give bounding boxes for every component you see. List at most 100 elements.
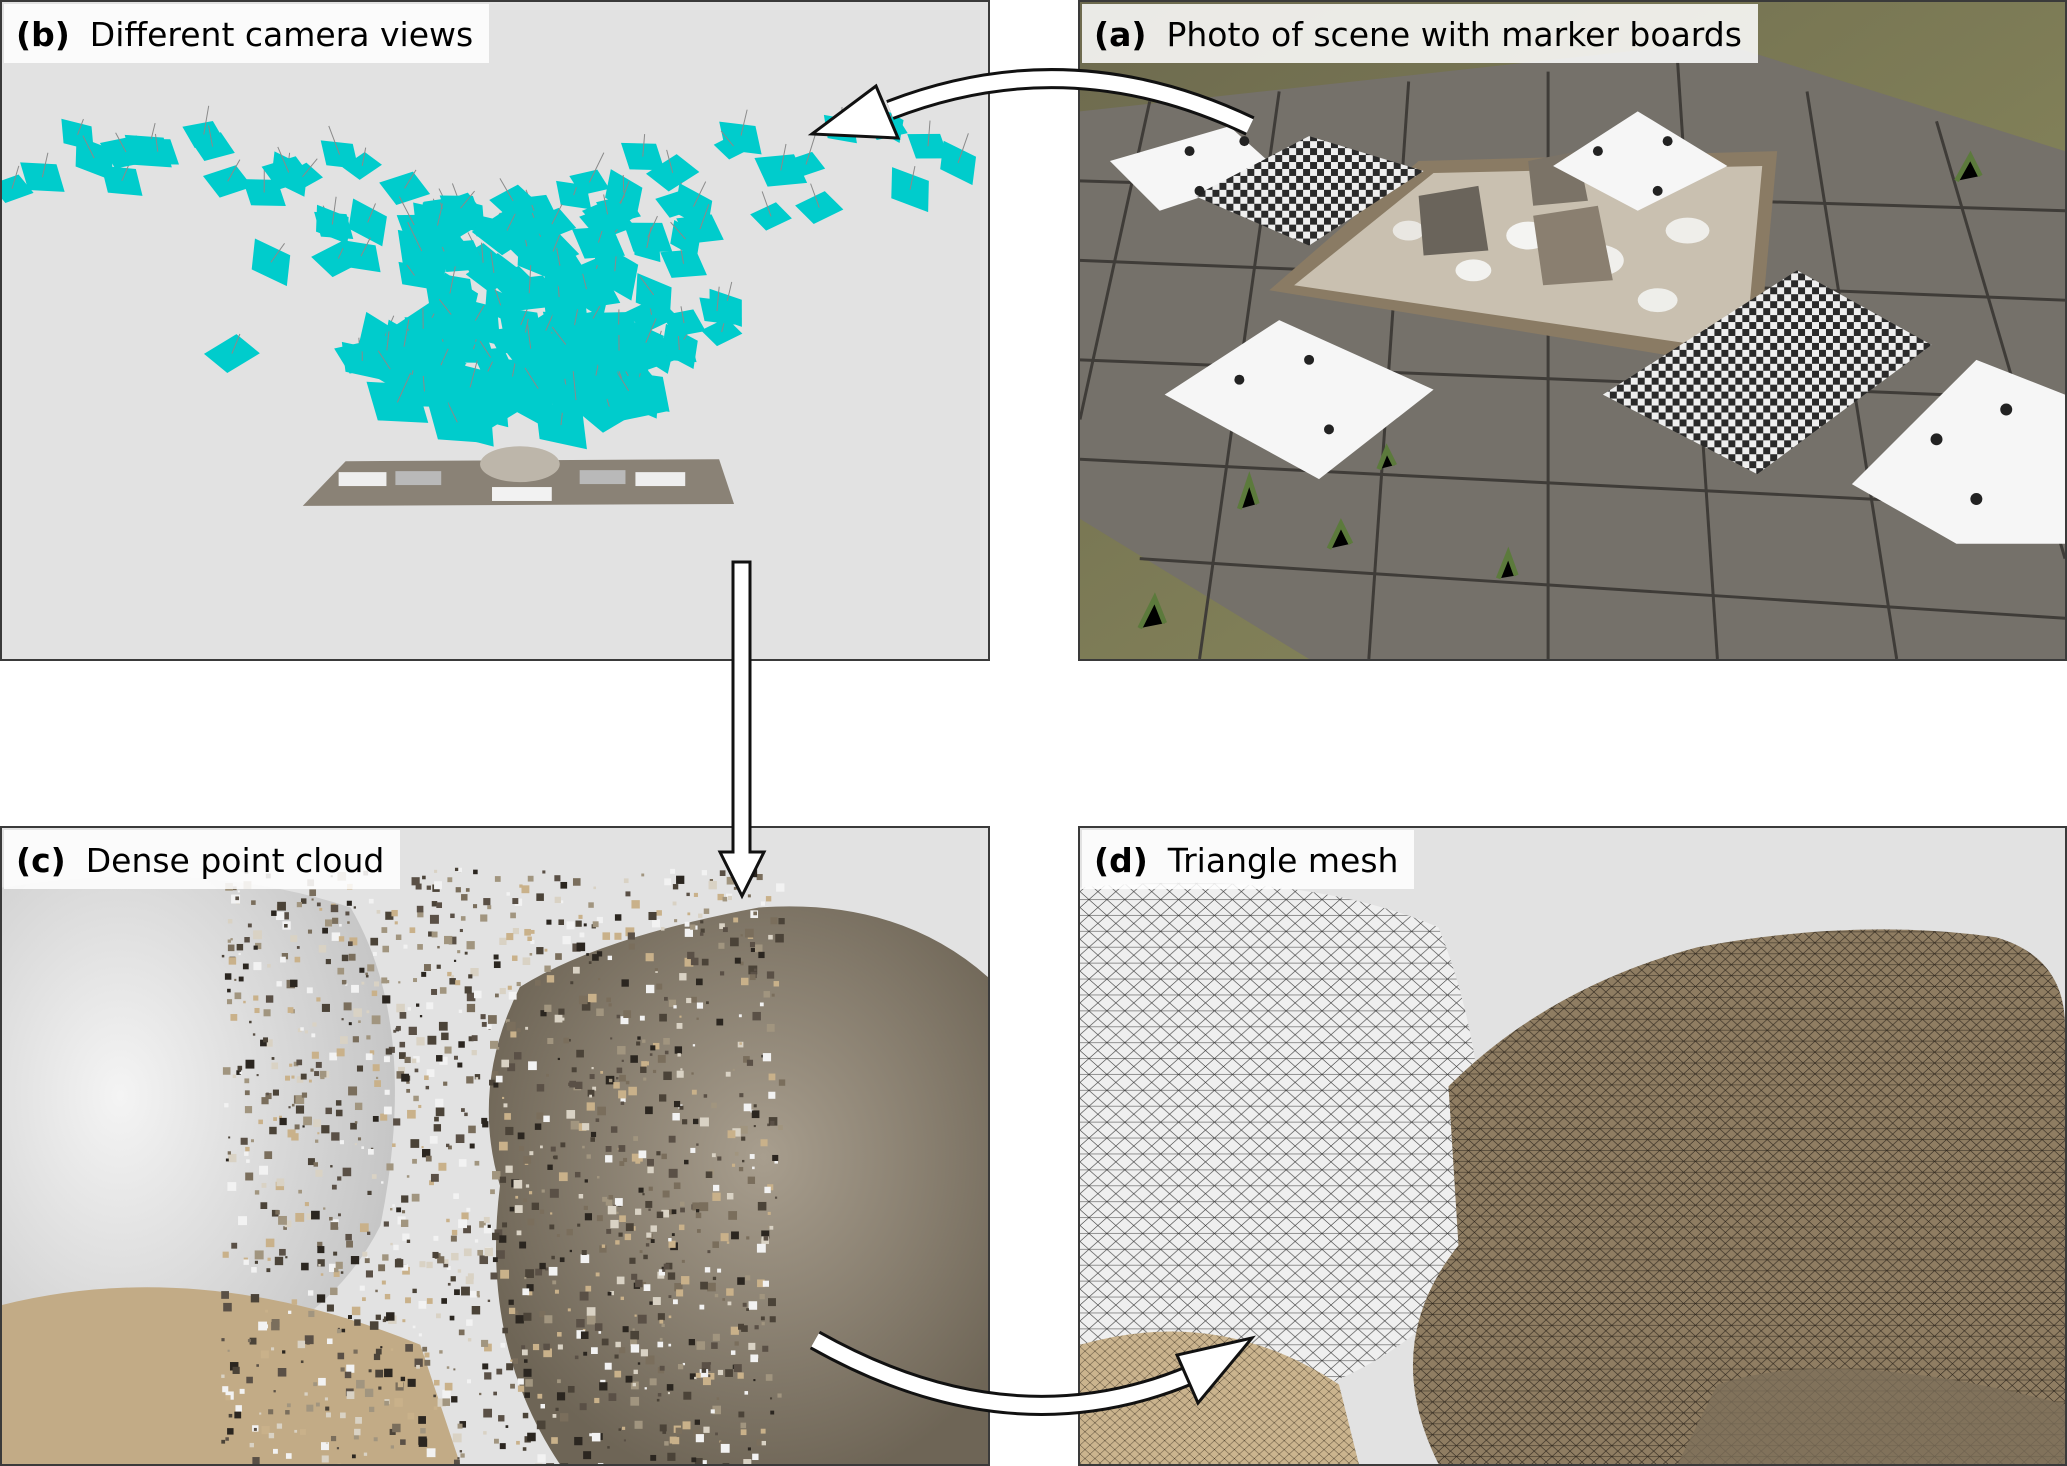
point-speck [494, 876, 501, 882]
camera-frustum [203, 334, 260, 374]
point-speck [228, 957, 237, 965]
point-speck [385, 911, 394, 920]
point-speck [667, 1272, 676, 1280]
point-speck [371, 990, 378, 997]
point-speck [544, 1315, 553, 1324]
point-speck [416, 1003, 420, 1007]
point-speck [695, 978, 703, 986]
point-speck [661, 1209, 669, 1218]
point-speck [625, 891, 631, 897]
camera-frustum [633, 233, 661, 263]
point-speck [501, 1059, 510, 1068]
point-speck [616, 1211, 619, 1214]
point-speck [336, 1329, 342, 1334]
point-speck [625, 927, 635, 937]
point-speck [282, 1350, 286, 1354]
point-speck [393, 1029, 397, 1033]
point-speck [434, 869, 438, 873]
point-speck [228, 1136, 231, 1139]
point-speck [673, 1100, 681, 1108]
point-speck [717, 1156, 722, 1161]
point-speck [278, 1115, 282, 1119]
point-speck [381, 1280, 386, 1285]
point-speck [406, 1088, 411, 1093]
point-speck [631, 900, 640, 909]
point-speck [774, 1196, 778, 1199]
panel-a-photo: (a)Photo of scene with marker boards [1078, 0, 2067, 661]
point-speck [730, 1326, 739, 1335]
point-speck [407, 1007, 412, 1011]
point-speck [530, 929, 535, 934]
point-speck [506, 933, 514, 941]
point-speck [767, 1123, 770, 1127]
point-speck [296, 1059, 303, 1066]
point-speck [505, 1019, 510, 1024]
point-speck [664, 1441, 669, 1446]
point-speck [235, 1405, 242, 1412]
point-speck [766, 1023, 775, 1032]
point-speck [281, 953, 289, 960]
point-speck [355, 1416, 362, 1424]
point-speck [714, 1293, 719, 1298]
point-speck [662, 1190, 670, 1198]
point-speck [409, 927, 416, 934]
point-speck [636, 1154, 643, 1162]
point-speck [434, 1116, 439, 1122]
marker-board-3 [492, 487, 552, 501]
point-speck [315, 1061, 322, 1068]
point-speck [494, 1438, 499, 1444]
point-speck [505, 1126, 514, 1136]
point-speck [300, 1073, 307, 1080]
point-speck [673, 1182, 681, 1190]
camera-ray [208, 125, 214, 147]
point-speck [453, 1193, 459, 1199]
point-speck [330, 1165, 333, 1168]
point-speck [446, 1218, 450, 1223]
point-speck [433, 1406, 438, 1410]
point-speck [525, 1184, 530, 1188]
point-speck [297, 1340, 306, 1349]
point-speck [510, 1031, 517, 1038]
point-speck [580, 1331, 589, 1339]
point-speck [692, 1118, 699, 1125]
point-speck [587, 1089, 595, 1097]
point-speck [237, 890, 240, 893]
camera-ray [154, 133, 159, 152]
point-cloud-graphic [2, 828, 988, 1464]
point-speck [451, 1396, 458, 1403]
point-speck [539, 1262, 546, 1270]
camera-ray [693, 181, 707, 207]
point-speck [645, 1355, 655, 1365]
point-speck [570, 1120, 580, 1130]
point-speck [680, 1207, 685, 1213]
point-speck [630, 1396, 640, 1406]
point-speck [437, 1256, 445, 1264]
point-speck [471, 1035, 478, 1042]
point-speck [458, 1041, 465, 1048]
point-speck [246, 1159, 250, 1163]
point-speck [661, 1323, 665, 1328]
point-speck [273, 1390, 276, 1393]
point-speck [760, 1316, 765, 1321]
point-speck [589, 1094, 593, 1098]
point-speck [461, 1286, 470, 1296]
point-speck [449, 978, 456, 985]
camera-ray [331, 196, 337, 225]
point-speck [588, 902, 594, 908]
scattered-points [221, 867, 786, 1464]
point-speck [464, 1112, 468, 1117]
point-speck [311, 1210, 320, 1220]
point-speck [426, 1261, 433, 1269]
point-speck [503, 1103, 508, 1108]
point-speck [467, 1379, 471, 1384]
point-speck [411, 1058, 417, 1064]
point-speck [693, 892, 698, 897]
point-speck [691, 1072, 694, 1075]
point-speck [682, 1119, 688, 1125]
point-speck [691, 1089, 697, 1095]
panel-c-point-cloud: (c)Dense point cloud [0, 826, 990, 1466]
point-speck [346, 1364, 355, 1373]
point-speck [434, 881, 443, 890]
point-speck [480, 1014, 486, 1020]
point-speck [597, 1463, 604, 1464]
